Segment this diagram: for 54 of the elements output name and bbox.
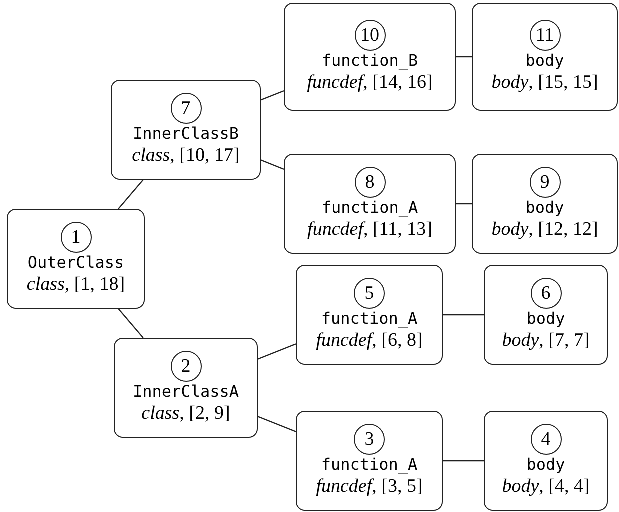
node-name: body [526, 308, 566, 330]
connector-line [443, 460, 484, 462]
tree-node-box [284, 3, 456, 111]
node-number: 6 [530, 278, 562, 309]
node-name: body [526, 50, 564, 72]
node-name: InnerClassB [133, 124, 239, 144]
node-type-range: funcdef, [14, 16] [307, 72, 433, 94]
node-type-range: body, [4, 4] [502, 476, 590, 498]
tree-node-box [114, 338, 258, 438]
node-name: OuterClass [28, 252, 124, 274]
node-name: InnerClassA [133, 382, 239, 402]
node-number: 5 [354, 278, 385, 309]
node-name: body [526, 454, 566, 476]
node-name: function_B [322, 50, 418, 72]
connector-line [258, 344, 296, 360]
node-type-range: funcdef, [11, 13] [308, 218, 432, 242]
node-type-range: class, [2, 9] [142, 402, 230, 426]
node-number: 1 [60, 222, 92, 253]
tree-node-box [472, 154, 618, 254]
node-type-range: body, [7, 7] [502, 330, 590, 352]
node-type-range: body, [15, 15] [492, 72, 598, 94]
node-number: 7 [170, 92, 202, 124]
node-number: 11 [530, 20, 560, 51]
node-type-range: class, [1, 18] [26, 274, 126, 296]
tree-node-box [484, 265, 608, 365]
tree-node-box [484, 411, 608, 511]
node-type-range: funcdef, [6, 8] [316, 330, 423, 352]
connector-line [456, 56, 472, 58]
node-number: 10 [354, 20, 386, 51]
node-name: function_A [321, 454, 418, 476]
node-number: 3 [354, 424, 385, 455]
connector-line [260, 160, 284, 170]
connector-line [456, 203, 472, 205]
node-name: body [526, 198, 564, 218]
connector-line [118, 180, 144, 210]
node-number: 4 [530, 424, 562, 455]
node-type-range: funcdef, [3, 5] [316, 476, 423, 498]
tree-node-box [472, 3, 618, 111]
node-number: 2 [170, 350, 202, 382]
node-number: 8 [354, 166, 386, 198]
tree-node-box [7, 209, 145, 309]
connector-line [258, 416, 296, 432]
node-name: function_A [322, 198, 418, 218]
node-name: function_A [321, 308, 418, 330]
connector-line [443, 314, 484, 316]
node-type-range: body, [12, 12] [492, 218, 598, 242]
tree-node-box [296, 411, 443, 511]
tree-node-box [284, 154, 456, 254]
node-number: 9 [530, 166, 560, 198]
connector-line [118, 308, 144, 338]
connector-line [260, 90, 284, 101]
node-type-range: class, [10, 17] [132, 144, 240, 168]
tree-node-box [111, 80, 261, 180]
tree-node-box [296, 265, 443, 365]
